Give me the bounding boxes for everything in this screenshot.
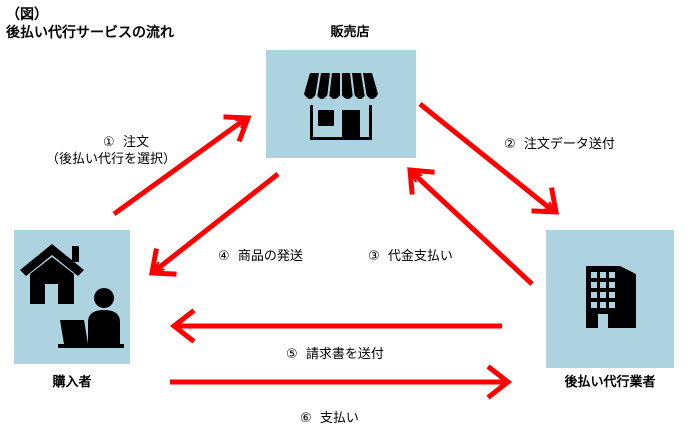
arrowhead-order xyxy=(223,114,252,143)
arrowhead-ship xyxy=(149,248,177,277)
buyer-label: 購入者 xyxy=(52,375,92,390)
buyer-node xyxy=(14,230,130,364)
arrowhead-order-data xyxy=(531,187,560,215)
step-1-text: 注文 xyxy=(122,135,149,150)
arrowhead-payment-to-store xyxy=(407,167,435,195)
step-2-label: ② 注文データ送付 xyxy=(504,136,615,153)
agency-label: 後払い代行業者 xyxy=(564,375,656,390)
step-5-text: 請求書を送付 xyxy=(305,347,384,362)
step-6-text: 支払い xyxy=(319,411,359,426)
home-worker-icon xyxy=(20,244,124,348)
arrowhead-invoice xyxy=(169,308,196,344)
step-3-label: ③ 代金支払い xyxy=(368,248,453,265)
arrowhead-buyer-payment xyxy=(486,364,513,400)
step-6-number: ⑥ xyxy=(300,411,312,426)
step-3-number: ③ xyxy=(368,249,380,264)
arrow-payment-to-store xyxy=(414,174,534,286)
office-building-icon xyxy=(586,266,636,328)
step-4-number: ④ xyxy=(218,249,230,264)
step-4-text: 商品の発送 xyxy=(237,249,303,264)
figure-caption: （図） 後払い代行サービスの流れ xyxy=(6,6,174,42)
storefront-icon xyxy=(304,72,378,140)
step-3-text: 代金支払い xyxy=(387,249,453,264)
figure-title: 後払い代行サービスの流れ xyxy=(6,25,174,41)
store-node xyxy=(266,50,416,158)
step-1-subtext: （後払い代行を選択） xyxy=(46,152,177,167)
agency-node xyxy=(546,230,674,368)
step-1-label: ① 注文 （後払い代行を選択） xyxy=(46,134,176,168)
step-1-number: ① xyxy=(103,135,115,150)
step-6-label: ⑥ 支払い xyxy=(300,410,359,427)
step-2-number: ② xyxy=(504,137,516,152)
arrow-order xyxy=(112,120,244,217)
arrow-ship xyxy=(156,172,280,270)
step-2-text: 注文データ送付 xyxy=(523,137,615,152)
step-5-number: ⑤ xyxy=(286,347,298,362)
step-5-label: ⑤ 請求書を送付 xyxy=(286,346,384,363)
figure-label: （図） xyxy=(6,7,48,23)
arrow-order-data xyxy=(418,102,552,210)
store-label: 販売店 xyxy=(330,25,370,40)
step-4-label: ④ 商品の発送 xyxy=(218,248,303,265)
